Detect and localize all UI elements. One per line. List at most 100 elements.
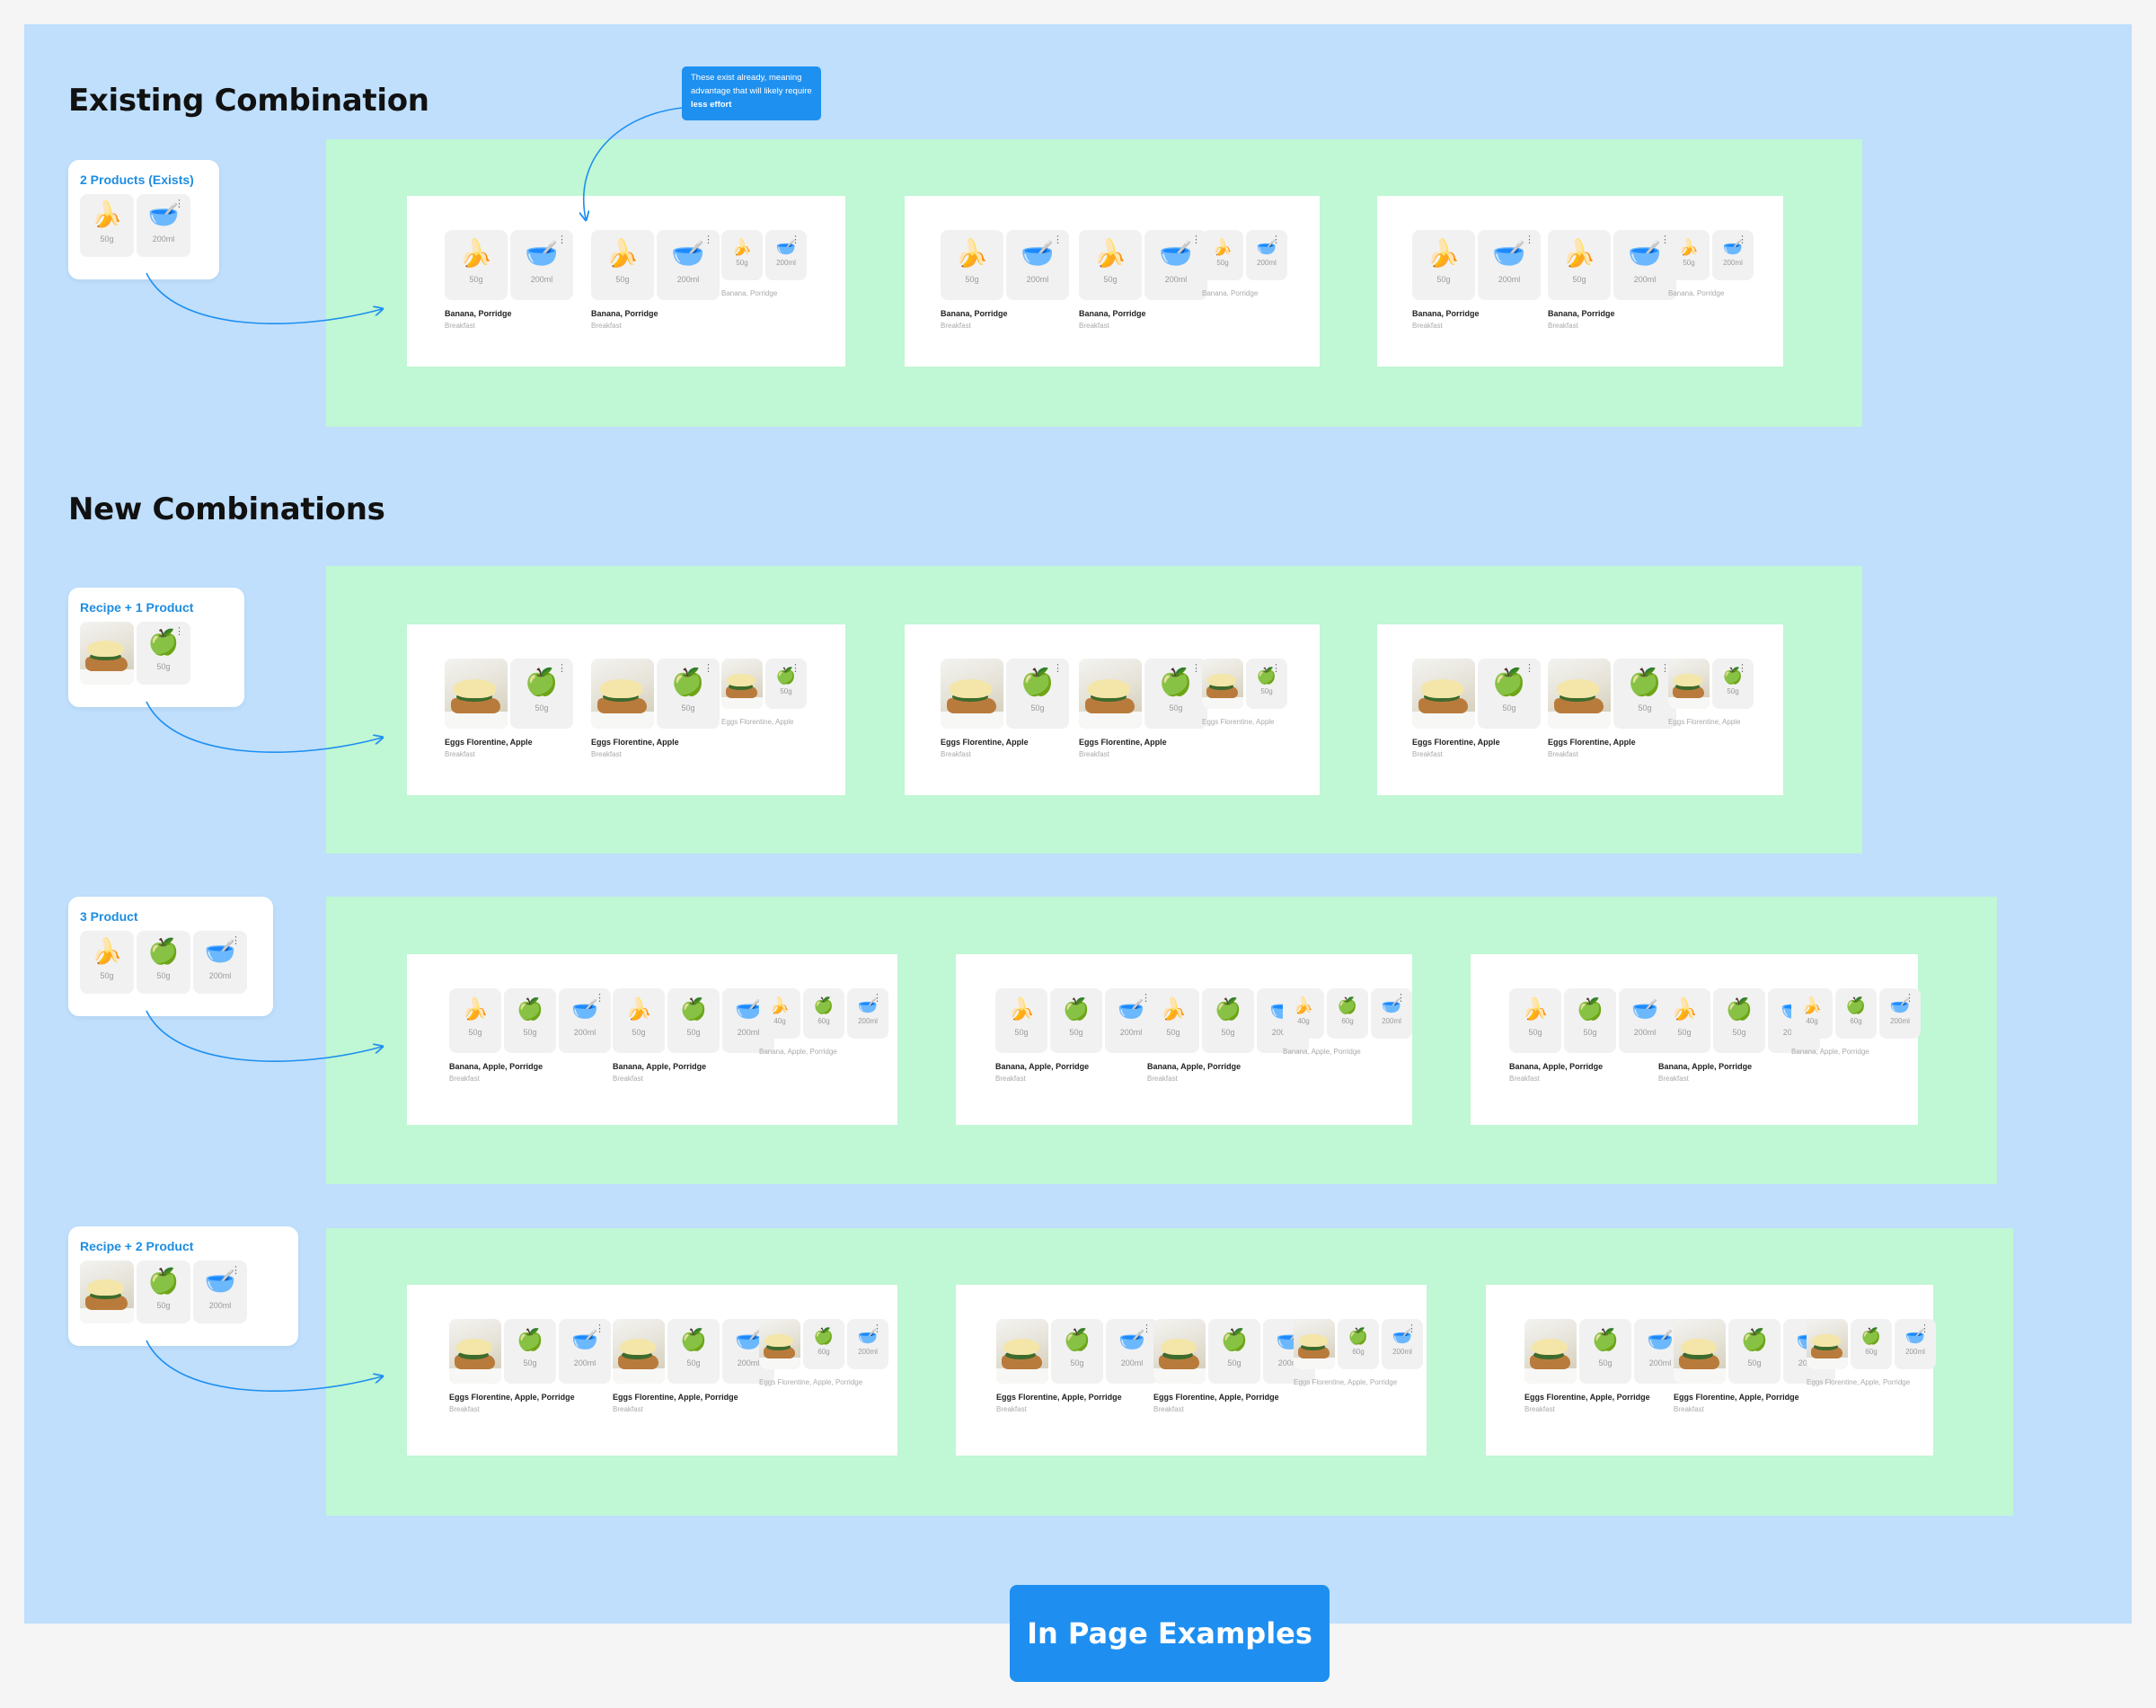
source-card[interactable]: 2 Products (Exists)🍌50g🥣200ml⋮: [68, 160, 219, 279]
more-options-icon[interactable]: ⋮: [1191, 663, 1201, 674]
recipe-tile[interactable]: [721, 659, 763, 709]
porridge-tile[interactable]: 🥣200ml⋮: [1478, 230, 1541, 300]
apple-tile[interactable]: 🍏50g: [504, 988, 556, 1053]
porridge-tile[interactable]: 🥣200ml⋮: [847, 1319, 888, 1369]
banana-tile[interactable]: 🍌50g: [1147, 988, 1199, 1053]
banana-tile[interactable]: 🍌50g: [1548, 230, 1611, 300]
apple-tile[interactable]: 🍏50g⋮: [1006, 659, 1069, 729]
porridge-tile[interactable]: 🥣200ml⋮: [765, 230, 807, 280]
porridge-tile[interactable]: 🥣200ml⋮: [1613, 230, 1676, 300]
more-options-icon[interactable]: ⋮: [1191, 235, 1201, 245]
porridge-tile[interactable]: 🥣200ml⋮: [1246, 230, 1287, 280]
combination-group[interactable]: 🍏50g🥣200ml⋮Eggs Florentine, Apple, Porri…: [449, 1319, 614, 1413]
recipe-tile[interactable]: [1548, 659, 1611, 729]
more-options-icon[interactable]: ⋮: [1904, 993, 1914, 1004]
porridge-tile[interactable]: 🥣200ml⋮: [657, 230, 720, 300]
apple-tile[interactable]: 🍏50g: [1208, 1319, 1260, 1384]
combination-group[interactable]: 🍏50g⋮Eggs Florentine, Apple: [1668, 659, 1756, 726]
more-options-icon[interactable]: ⋮: [703, 235, 713, 245]
more-options-icon[interactable]: ⋮: [174, 626, 184, 637]
apple-tile[interactable]: 🍏50g: [667, 1319, 720, 1384]
apple-tile[interactable]: 🍏50g: [504, 1319, 556, 1384]
banana-tile[interactable]: 🍌50g: [995, 988, 1047, 1053]
recipe-tile[interactable]: [1153, 1319, 1206, 1384]
recipe-tile[interactable]: [449, 1319, 501, 1384]
combination-group[interactable]: 🍌50g🍏50g🥣200ml⋮Banana, Apple, PorridgeBr…: [613, 988, 777, 1083]
more-options-icon[interactable]: ⋮: [595, 1323, 605, 1334]
more-options-icon[interactable]: ⋮: [557, 235, 567, 245]
recipe-tile[interactable]: [445, 659, 508, 729]
more-options-icon[interactable]: ⋮: [1737, 235, 1747, 245]
porridge-tile[interactable]: 🥣200ml⋮: [847, 988, 888, 1039]
porridge-tile[interactable]: 🥣200ml⋮: [1371, 988, 1412, 1039]
apple-tile[interactable]: 🍏50g⋮: [1246, 659, 1287, 709]
more-options-icon[interactable]: ⋮: [1271, 663, 1281, 674]
apple-tile[interactable]: 🍏50g: [667, 988, 720, 1053]
more-options-icon[interactable]: ⋮: [1660, 235, 1670, 245]
combination-group[interactable]: 🍌40g🍏60g🥣200ml⋮Banana, Apple, Porridge: [1791, 988, 1923, 1056]
recipe-tile[interactable]: [1524, 1319, 1577, 1384]
banana-tile[interactable]: 🍌50g: [445, 230, 508, 300]
combination-group[interactable]: 🍌50g🍏50g🥣200ml⋮Banana, Apple, PorridgeBr…: [1509, 988, 1674, 1083]
combination-group[interactable]: 🍌40g🍏60g🥣200ml⋮Banana, Apple, Porridge: [759, 988, 891, 1056]
porridge-tile[interactable]: 🥣200ml⋮: [193, 1261, 247, 1323]
more-options-icon[interactable]: ⋮: [1396, 993, 1406, 1004]
banana-tile[interactable]: 🍌50g: [941, 230, 1003, 300]
more-options-icon[interactable]: ⋮: [1053, 663, 1063, 674]
recipe-tile[interactable]: [1079, 659, 1142, 729]
recipe-tile[interactable]: [591, 659, 654, 729]
more-options-icon[interactable]: ⋮: [872, 993, 882, 1004]
banana-tile[interactable]: 🍌50g: [80, 194, 134, 257]
source-card[interactable]: Recipe + 2 Product🍏50g🥣200ml⋮: [68, 1226, 298, 1346]
source-card[interactable]: 3 Product🍌50g🍏50g🥣200ml⋮: [68, 897, 273, 1016]
recipe-tile[interactable]: [1674, 1319, 1726, 1384]
porridge-tile[interactable]: 🥣200ml⋮: [1144, 230, 1207, 300]
more-options-icon[interactable]: ⋮: [1271, 235, 1281, 245]
banana-tile[interactable]: 🍌40g: [759, 988, 800, 1039]
apple-tile[interactable]: 🍏50g: [1579, 1319, 1631, 1384]
apple-tile[interactable]: 🍏50g: [1051, 1319, 1103, 1384]
apple-tile[interactable]: 🍏50g⋮: [1613, 659, 1676, 729]
more-options-icon[interactable]: ⋮: [1524, 663, 1534, 674]
combination-group[interactable]: 🍏60g🥣200ml⋮Eggs Florentine, Apple, Porri…: [1807, 1319, 1939, 1386]
more-options-icon[interactable]: ⋮: [174, 199, 184, 209]
apple-tile[interactable]: 🍏50g⋮: [1712, 659, 1754, 709]
combination-group[interactable]: 🍏50g🥣200ml⋮Eggs Florentine, Apple, Porri…: [613, 1319, 777, 1413]
apple-tile[interactable]: 🍏60g: [803, 988, 844, 1039]
combination-group[interactable]: 🍏50g⋮Eggs Florentine, Apple: [1202, 659, 1290, 726]
combination-group[interactable]: 🍌50g🥣200ml⋮Banana, Porridge: [1668, 230, 1756, 297]
more-options-icon[interactable]: ⋮: [703, 663, 713, 674]
more-options-icon[interactable]: ⋮: [557, 663, 567, 674]
banana-tile[interactable]: 🍌50g: [721, 230, 763, 280]
recipe-tile[interactable]: [1202, 659, 1243, 709]
recipe-tile[interactable]: [941, 659, 1003, 729]
banana-tile[interactable]: 🍌50g: [1509, 988, 1561, 1053]
apple-tile[interactable]: 🍏50g: [137, 931, 190, 994]
more-options-icon[interactable]: ⋮: [231, 935, 241, 946]
recipe-tile[interactable]: [759, 1319, 800, 1369]
more-options-icon[interactable]: ⋮: [1407, 1323, 1417, 1334]
more-options-icon[interactable]: ⋮: [1737, 663, 1747, 674]
recipe-tile[interactable]: [613, 1319, 665, 1384]
porridge-tile[interactable]: 🥣200ml⋮: [137, 194, 190, 257]
more-options-icon[interactable]: ⋮: [1142, 1323, 1152, 1334]
apple-tile[interactable]: 🍏60g: [1835, 988, 1877, 1039]
apple-tile[interactable]: 🍏50g⋮: [510, 659, 573, 729]
recipe-tile[interactable]: [1807, 1319, 1848, 1369]
porridge-tile[interactable]: 🥣200ml⋮: [1382, 1319, 1423, 1369]
porridge-tile[interactable]: 🥣200ml⋮: [1106, 1319, 1158, 1384]
apple-tile[interactable]: 🍏50g⋮: [657, 659, 720, 729]
banana-tile[interactable]: 🍌50g: [1412, 230, 1475, 300]
banana-tile[interactable]: 🍌50g: [1668, 230, 1710, 280]
recipe-tile[interactable]: [1668, 659, 1710, 709]
combination-group[interactable]: 🍌50g🥣200ml⋮Banana, Porridge: [721, 230, 809, 297]
